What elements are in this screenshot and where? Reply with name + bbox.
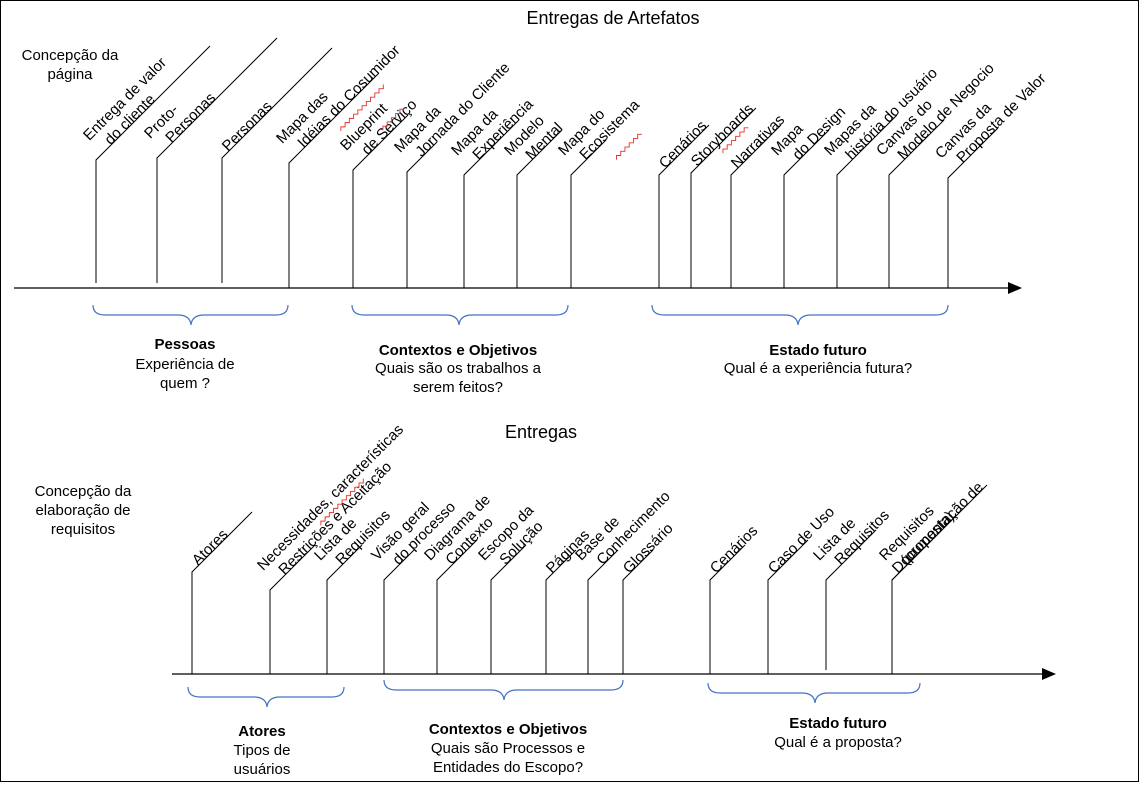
bottom-group-text-contexts-1: Quais são Processos e [431,740,585,757]
artifact-stem [406,141,438,288]
top-group-text-people-2: quem ? [160,375,210,392]
top-side-label-line2: página [47,66,93,83]
spellcheck-underline [320,478,364,526]
artifact-stem [545,549,577,674]
artifact-stem [191,511,253,674]
bottom-side-label-line1: Concepção da [35,483,132,500]
top-group-text-people-1: Experiência de [135,356,234,373]
top-group-text-contexts-2: serem feitos? [413,379,503,396]
artifact-label: Escopo daSolução [475,501,550,576]
artifact-stem [783,129,830,288]
artifact-label: Personas [219,98,276,155]
artifact-stem [221,47,333,283]
bottom-group-text-actors-1: Tipos de [234,742,291,759]
top-group-title-contexts: Contextos e Objetivos [379,342,537,359]
artifact-stem [352,114,409,288]
arrow-head-icon [1008,282,1022,294]
artifact-stem [658,124,710,288]
bottom-artifact-stems [191,484,988,674]
arrow-head-icon [1042,668,1056,680]
spellcheck-underline [722,127,749,154]
artifact-stem [947,127,999,288]
spellcheck-underline [382,108,405,131]
bottom-brace-actors [187,686,345,708]
artifact-stem [570,139,607,288]
artifact-stem [888,119,945,288]
artifact-label-line: Cenários [707,522,761,576]
artifact-label: Cenários [707,522,761,576]
top-brace-future [651,304,949,326]
artifact-label: Mapa doEcosistema [555,83,644,172]
artifact-stem [709,544,746,674]
artifact-stem [288,72,380,288]
top-brace-people [92,304,289,326]
top-brace-contexts [351,304,569,326]
top-group-text-future-1: Qual é a experiência futura? [724,360,912,377]
artifact-stem [767,539,809,674]
spellcheck-underline [340,84,384,132]
artifact-stem [326,544,363,674]
artifact-stem [690,107,757,288]
bottom-brace-contexts [383,679,624,701]
artifact-stem [383,549,415,674]
artifact-label: Atores [189,526,232,569]
artifact-stem [587,549,619,674]
artifact-stem [269,544,316,674]
top-artifact-stems [95,37,999,288]
top-artifact-labels: Entrega de valordo clienteProto-Personas… [80,42,1049,172]
artifact-stem [463,119,520,288]
artifact-stem [436,539,478,674]
artifact-label-line: Personas [219,98,276,155]
artifact-stem [891,484,988,674]
artifact-label: Proto-Personas [141,77,219,155]
spellcheck-underline [616,133,642,160]
artifact-label-line: Atores [189,526,232,569]
artifact-stem [95,45,211,283]
artifact-stem [836,114,898,288]
bottom-group-text-future-1: Qual é a proposta? [774,734,902,751]
artifact-stem [490,544,527,674]
artifact-stem [730,124,782,288]
bottom-side-label-line3: requisitos [51,521,115,538]
bottom-group-title-future: Estado futuro [789,715,887,732]
bottom-group-title-contexts: Contextos e Objetivos [429,721,587,738]
artifact-stem [156,37,278,283]
bottom-side-label-line2: elaboração de [35,502,130,519]
top-side-label-line1: Concepção da [22,47,119,64]
top-group-title-future: Estado futuro [769,342,867,359]
artifact-stem [825,529,877,670]
bottom-group-text-actors-2: usuários [234,761,291,778]
bottom-group-text-contexts-2: Entidades do Escopo? [433,759,583,776]
bottom-brace-future [707,682,921,704]
bottom-group-title-actors: Atores [238,723,286,740]
bottom-title: Entregas [505,422,577,442]
top-group-title-people: Pessoas [155,336,216,353]
artifact-stem [622,549,654,674]
top-title: Entregas de Artefatos [526,8,699,28]
artifact-stem [516,129,563,288]
top-group-text-contexts-1: Quais são os trabalhos a [375,360,542,377]
